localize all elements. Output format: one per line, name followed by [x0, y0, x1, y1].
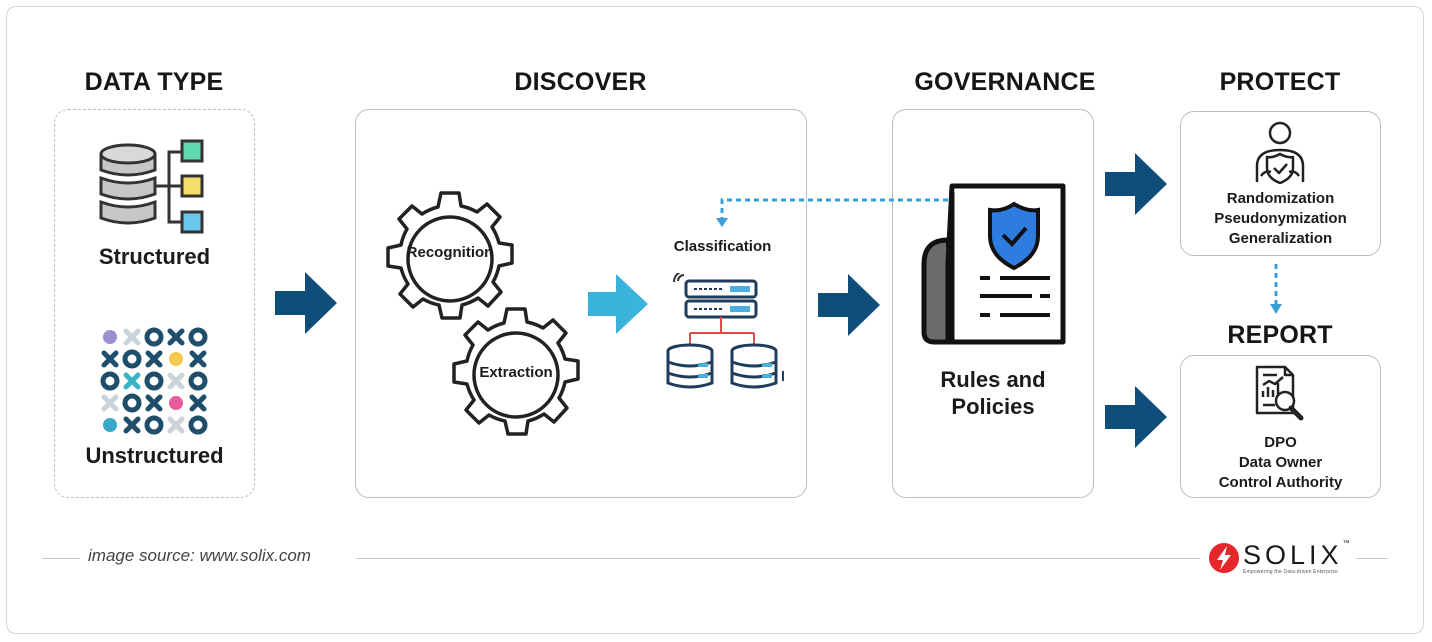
report-recipients-list: DPO Data Owner Control Authority — [1180, 433, 1381, 493]
protect-item: Generalization — [1228, 230, 1333, 247]
footer-line-left — [42, 558, 80, 559]
rules-policies-line1: Rules and — [940, 367, 1046, 392]
heading-discover: DISCOVER — [514, 68, 647, 96]
solix-logo-text: SOLIX™ — [1243, 540, 1350, 571]
recognition-label: Recognition — [406, 244, 494, 261]
classification-label: Classification — [673, 238, 772, 255]
footer-line-middle — [356, 558, 1200, 559]
solix-wordmark: SOLIX — [1243, 540, 1343, 570]
dotted-connector — [712, 192, 962, 232]
protect-methods-list: Randomization Pseudonymization Generaliz… — [1180, 189, 1381, 249]
arrow-right-icon — [1105, 153, 1167, 215]
heading-protect: PROTECT — [1219, 68, 1341, 96]
rules-policies-label: Rules and Policies — [892, 366, 1094, 420]
diagram-frame — [6, 6, 1424, 634]
structured-database-icon — [98, 136, 210, 236]
person-shield-icon — [1251, 120, 1309, 186]
report-item: DPO — [1264, 434, 1297, 451]
report-analysis-icon — [1251, 363, 1309, 423]
report-item: Control Authority — [1218, 474, 1343, 491]
arrow-right-icon — [588, 274, 648, 334]
gear-icon — [380, 189, 520, 329]
solix-logo-icon — [1208, 542, 1240, 574]
trademark-symbol: ™ — [1342, 540, 1350, 547]
footer-line-right — [1356, 558, 1388, 559]
unstructured-label: Unstructured — [85, 443, 224, 468]
protect-item: Pseudonymization — [1214, 210, 1347, 227]
structured-label: Structured — [98, 244, 211, 269]
protect-item: Randomization — [1226, 190, 1335, 207]
extraction-label: Extraction — [479, 364, 553, 381]
policy-document-icon — [918, 182, 1068, 347]
heading-report: REPORT — [1227, 321, 1333, 349]
arrow-right-icon — [1105, 386, 1167, 448]
image-source-caption: image source: www.solix.com — [84, 546, 315, 566]
heading-governance: GOVERNANCE — [914, 68, 1096, 96]
arrow-right-icon — [818, 274, 880, 336]
gear-icon — [446, 305, 586, 445]
dotted-down-arrow — [1268, 262, 1284, 318]
arrow-right-icon — [275, 272, 337, 334]
unstructured-data-icon — [100, 327, 210, 437]
solix-tagline: Empowering the Data-driven Enterprise — [1243, 569, 1338, 575]
rules-policies-line2: Policies — [951, 394, 1035, 419]
classification-server-icon — [664, 273, 788, 393]
heading-data-type: DATA TYPE — [84, 68, 224, 96]
report-item: Data Owner — [1238, 454, 1323, 471]
